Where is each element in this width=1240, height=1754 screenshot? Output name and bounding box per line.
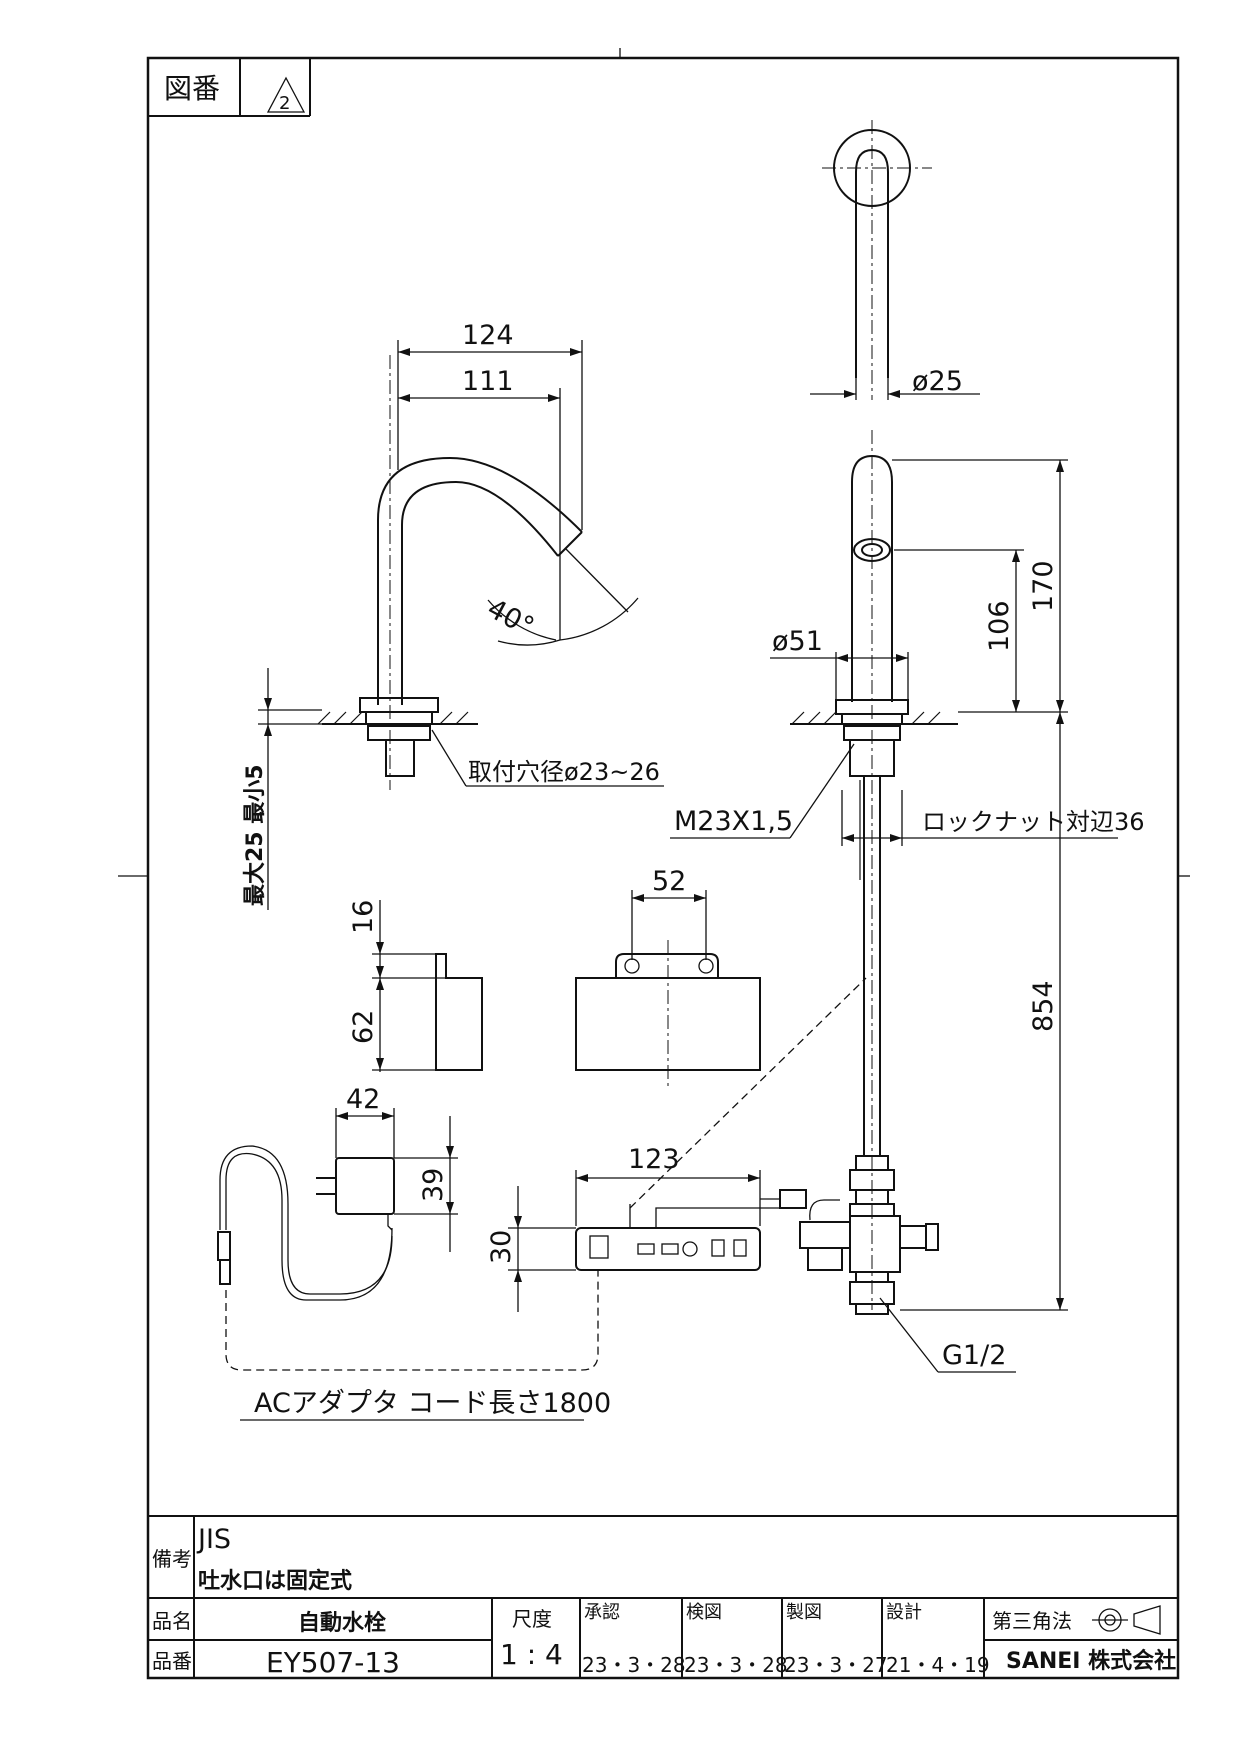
remarks-line2: 吐水口は固定式	[198, 1568, 352, 1594]
title-block: 備考 JIS 吐水口は固定式 品名 自動水栓 品番 EY507-13 尺度 1 …	[148, 1515, 1178, 1679]
drawing-frame	[146, 56, 1180, 1680]
checked-date: 23・3・28	[684, 1653, 788, 1677]
connection-leader: G1/2	[879, 1297, 1016, 1373]
ac-adapter: 42 39 ACアダプタ コード長さ1800	[217, 1084, 611, 1421]
revision-mark: 2	[279, 93, 290, 114]
thread-text: M23X1,5	[674, 806, 793, 837]
dim-counter-thickness-text: 最大25 最小5	[243, 764, 268, 906]
dim-locknut: ロックナット対辺36	[841, 790, 1145, 846]
locknut-text: ロックナット対辺36	[922, 808, 1145, 836]
thread-leader: M23X1,5	[670, 743, 855, 839]
name-value: 自動水栓	[298, 1610, 386, 1636]
dim-39: 39	[418, 1168, 449, 1202]
dim-angle: 40°	[482, 593, 539, 643]
adapter-note: ACアダプタ コード長さ1800	[254, 1388, 611, 1419]
revision-triangle	[266, 76, 306, 113]
checked-label: 検図	[686, 1602, 722, 1623]
name-label: 品名	[152, 1609, 192, 1633]
dim-heights: 106 170 854	[892, 459, 1068, 1311]
dim-body-diameter: ø25	[810, 340, 980, 400]
dim-spout-reach: 124 111 40°	[397, 320, 583, 643]
control-box: 123 30	[486, 977, 867, 1312]
drawing-number-label: 図番	[164, 72, 220, 105]
remarks-label: 備考	[152, 1547, 192, 1571]
dim-62: 62	[348, 1010, 379, 1044]
dim-phi51: ø51	[772, 626, 823, 657]
sensor-side-view: 16 62	[348, 900, 483, 1072]
remarks-line1: JIS	[196, 1524, 231, 1555]
dim-170: 170	[1028, 560, 1059, 612]
third-angle-symbol	[1092, 1605, 1161, 1635]
faucet-front-view	[760, 120, 958, 1315]
dim-52: 52	[652, 866, 686, 897]
dim-base-diameter: ø51	[770, 626, 909, 700]
designed-date: 21・4・19	[886, 1653, 990, 1677]
dim-30: 30	[486, 1230, 517, 1264]
faucet-side-view	[317, 355, 639, 790]
dim-123: 123	[628, 1144, 680, 1175]
drawn-date: 23・3・27	[784, 1653, 888, 1677]
dim-counter-thickness: 最大25 最小5	[243, 668, 322, 910]
dim-106: 106	[984, 600, 1015, 652]
dim-16: 16	[348, 900, 379, 934]
frame-center-marks	[118, 48, 1190, 877]
company-name: SANEI 株式会社	[1006, 1648, 1176, 1674]
sensor-front-view: 52	[575, 866, 761, 1090]
scale-label: 尺度	[512, 1607, 552, 1631]
mount-hole-text: 取付穴径ø23~26	[468, 758, 660, 786]
approved-label: 承認	[584, 1602, 620, 1623]
number-label: 品番	[152, 1649, 192, 1673]
dim-124: 124	[462, 320, 514, 351]
dim-854: 854	[1028, 980, 1059, 1032]
approved-date: 23・3・28	[582, 1653, 686, 1677]
dim-42: 42	[346, 1084, 380, 1115]
projection-label: 第三角法	[992, 1609, 1072, 1633]
connection-text: G1/2	[942, 1340, 1006, 1371]
scale-value: 1 : 4	[500, 1638, 563, 1671]
dim-phi25: ø25	[912, 366, 963, 397]
designed-label: 設計	[886, 1602, 922, 1623]
dim-111: 111	[462, 366, 514, 397]
drawn-label: 製図	[786, 1602, 822, 1623]
mount-hole-leader: 取付穴径ø23~26	[431, 729, 664, 787]
drawing-number-box: 図番 2	[148, 58, 311, 117]
number-value: EY507-13	[266, 1646, 400, 1679]
